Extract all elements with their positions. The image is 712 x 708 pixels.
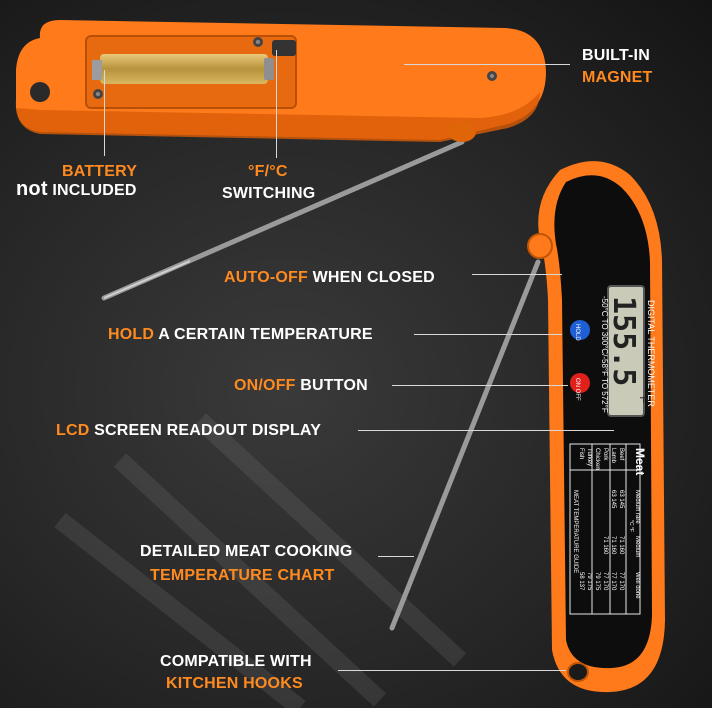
hook-hole-back	[30, 82, 50, 102]
label-hold-rest: A CERTAIN TEMPERATURE	[158, 326, 373, 343]
thermometer-back-view	[15, 20, 547, 301]
label-switching-line2: SWITCHING	[222, 185, 316, 202]
label-auto-off-rest: WHEN CLOSED	[312, 269, 435, 286]
lcd-value: 155.5	[606, 296, 641, 386]
table-row-label: Pork	[602, 448, 608, 461]
label-battery-included: INCLUDED	[52, 182, 137, 199]
hook-hole-front	[567, 662, 589, 682]
table-row-turkey-group: Turkey 79 175	[586, 448, 592, 591]
table-header-well-done: Well done	[634, 572, 640, 599]
callout-line-lcd	[358, 430, 614, 431]
table-row-label: Turkey	[586, 448, 592, 466]
label-battery-not: not	[16, 178, 48, 200]
hold-button-label: HOLD	[574, 324, 580, 341]
callout-line-battery	[104, 70, 105, 156]
table-row-label: Chicken	[594, 448, 600, 470]
table-cell: 79 175	[594, 572, 600, 591]
lcd-screen	[607, 285, 645, 417]
hold-button	[570, 320, 590, 340]
table-header-meat: Meat	[633, 448, 647, 475]
probe-front	[389, 259, 541, 631]
device-range: -50°C TO 300°C/-58°F TO 572°F	[600, 296, 609, 413]
label-lcd: LCD SCREEN READOUT DISPLAY	[56, 421, 321, 440]
device-title: DIGITAL THERMOMETER	[646, 300, 656, 407]
label-chart-line2: TEMPERATURE CHART	[150, 567, 335, 584]
table-cell: 71 160	[618, 536, 624, 555]
callout-line-switching	[276, 50, 277, 158]
label-magnet-line2: MAGNET	[582, 69, 653, 86]
table-cell: 63 145	[610, 490, 616, 509]
lcd-unit-group: °F	[637, 392, 649, 403]
lcd-unit: °F	[637, 392, 649, 403]
label-hold: HOLD A CERTAIN TEMPERATURE	[108, 325, 373, 344]
device-title-group: DIGITAL THERMOMETER	[646, 300, 656, 407]
table-cell: 77 170	[602, 572, 608, 591]
table-row-lamb-group: Lamb 63 145 71 160 77 170	[610, 448, 616, 591]
table-unit-row: °C °F	[628, 520, 634, 532]
label-onoff: ON/OFF BUTTON	[234, 376, 368, 395]
table-cell: 71 160	[610, 536, 616, 555]
table-row-chicken-group: Chicken 79 175	[594, 448, 600, 591]
temperature-table-frame	[569, 443, 641, 615]
label-onoff-rest: BUTTON	[300, 377, 368, 394]
background-grill	[54, 413, 467, 708]
thermometer-front-view	[389, 161, 665, 693]
battery	[100, 54, 268, 84]
table-cell: 77 170	[610, 572, 616, 591]
table-row-label: Fish	[578, 448, 584, 459]
lcd-value-group: 155.5	[606, 296, 641, 386]
table-cell: 71 160	[602, 536, 608, 555]
onoff-label-group: ON OFF	[574, 378, 580, 401]
callout-line-hooks	[338, 670, 566, 671]
table-header-group: Meat Medium rare Medium Well done	[633, 448, 647, 599]
label-lcd-highlight: LCD	[56, 422, 90, 439]
label-battery-line2: not INCLUDED	[16, 178, 137, 200]
label-magnet-line1: BUILT-IN	[582, 47, 650, 64]
label-hooks-line1: COMPATIBLE WITH	[160, 653, 312, 670]
table-row-label: Lamb	[610, 448, 616, 464]
label-battery-line1: BATTERY	[62, 163, 138, 180]
table-row-fish-group: Fish 58 137	[578, 448, 584, 591]
table-cell: 58 137	[578, 572, 584, 591]
label-chart-line1: DETAILED MEAT COOKING	[140, 543, 353, 560]
callout-line-onoff	[392, 385, 568, 386]
callout-line-chart	[378, 556, 414, 557]
table-unit-group: °C °F	[628, 520, 634, 532]
table-row-beef-group: Beef 63 145 71 160 77 170	[618, 448, 624, 591]
label-hold-highlight: HOLD	[108, 326, 155, 343]
unit-switch	[272, 40, 296, 56]
onoff-button-label: ON OFF	[574, 378, 580, 401]
table-guide: MEAT TEMPERATURE GUIDE	[572, 490, 578, 573]
table-header-medium-rare: Medium rare	[634, 490, 640, 524]
device-range-group: -50°C TO 300°C/-58°F TO 572°F	[600, 296, 609, 413]
table-cell: 63 145	[618, 490, 624, 509]
table-row-label: Beef	[618, 448, 624, 461]
callout-line-auto-off	[472, 274, 562, 275]
onoff-button	[570, 373, 590, 393]
label-onoff-highlight: ON/OFF	[234, 377, 296, 394]
probe-top-tip	[103, 260, 191, 299]
table-row-pork-group: Pork 71 160 77 170	[602, 448, 608, 591]
label-hooks-line2: KITCHEN HOOKS	[166, 675, 303, 692]
label-auto-off-highlight: AUTO-OFF	[224, 269, 308, 286]
label-switching-line1: °F/°C	[248, 163, 288, 180]
table-header-medium: Medium	[634, 536, 640, 557]
table-cell: 79 175	[586, 572, 592, 591]
label-auto-off: AUTO-OFF WHEN CLOSED	[224, 268, 435, 287]
table-cell: 77 170	[618, 572, 624, 591]
hold-label-group: HOLD	[574, 324, 580, 341]
callout-line-hold	[414, 334, 562, 335]
callout-line-magnet	[404, 64, 570, 65]
label-lcd-rest: SCREEN READOUT DISPLAY	[94, 422, 322, 439]
table-guide-group: MEAT TEMPERATURE GUIDE	[572, 490, 578, 573]
